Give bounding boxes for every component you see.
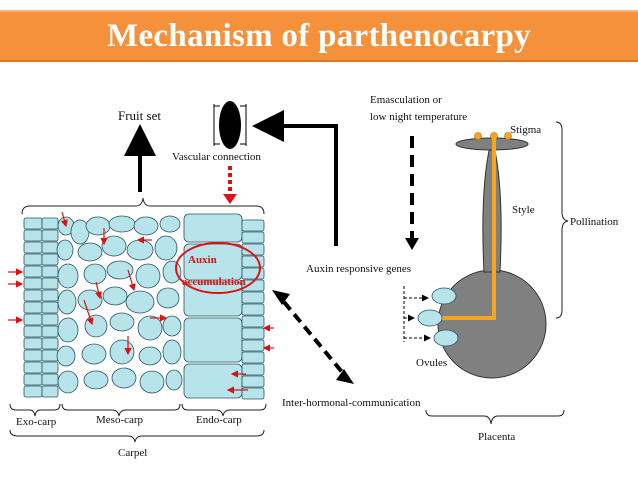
exo-carp-label: Exo-carp xyxy=(16,416,57,428)
inter-hormonal-label: Inter-hormonal-communication xyxy=(282,397,421,409)
inter-hormonal-arrowhead-top xyxy=(272,290,290,305)
emasculation-arrowhead xyxy=(405,238,419,250)
title-banner: Mechanism of parthenocarpy xyxy=(0,10,638,62)
vascular-connection-icon xyxy=(213,101,247,149)
auxin-responsive-genes-label: Auxin responsive genes xyxy=(306,263,411,275)
placenta-label: Placenta xyxy=(478,431,515,443)
pollen-grains xyxy=(474,132,512,140)
carpel-top-brace xyxy=(21,197,265,215)
auxin-accumulation-circle xyxy=(175,242,261,294)
style-label: Style xyxy=(512,204,535,216)
auxin-label-line1: Auxin xyxy=(188,254,217,266)
carpel-tissue xyxy=(23,213,265,400)
endo-carp-brace xyxy=(181,403,267,417)
auxin-flow-arrows xyxy=(8,211,274,394)
genes-to-vascular-arrow xyxy=(252,110,338,246)
page-title: Mechanism of parthenocarpy xyxy=(107,17,531,54)
emasculation-label-line1: Emasculation or xyxy=(370,94,442,106)
exo-carp-brace xyxy=(9,403,61,417)
pollination-brace xyxy=(555,121,569,319)
placenta-brace xyxy=(425,409,565,425)
inter-hormonal-arrow xyxy=(282,300,344,374)
endo-carp-label: Endo-carp xyxy=(196,414,242,426)
ovules-label: Ovules xyxy=(416,357,447,369)
meso-carp-label: Meso-carp xyxy=(96,414,144,426)
auxin-label-line2: accumulation xyxy=(182,276,246,288)
meso-carp-brace xyxy=(61,403,181,417)
ovules xyxy=(417,287,459,347)
emasculation-label-line2: low night temperature xyxy=(370,111,467,123)
pollination-label: Pollination xyxy=(570,216,619,228)
inter-hormonal-arrowhead-bottom xyxy=(336,369,354,384)
carpel-brace xyxy=(9,429,265,443)
pollen-tube xyxy=(440,138,496,320)
fruit-set-label: Fruit set xyxy=(118,108,161,123)
vascular-to-auxin-arrowhead xyxy=(223,194,237,204)
carpel-label: Carpel xyxy=(118,447,147,459)
ovule-arrows xyxy=(403,286,431,342)
stigma-label: Stigma xyxy=(510,124,541,136)
vascular-connection-label: Vascular connection xyxy=(172,151,261,163)
